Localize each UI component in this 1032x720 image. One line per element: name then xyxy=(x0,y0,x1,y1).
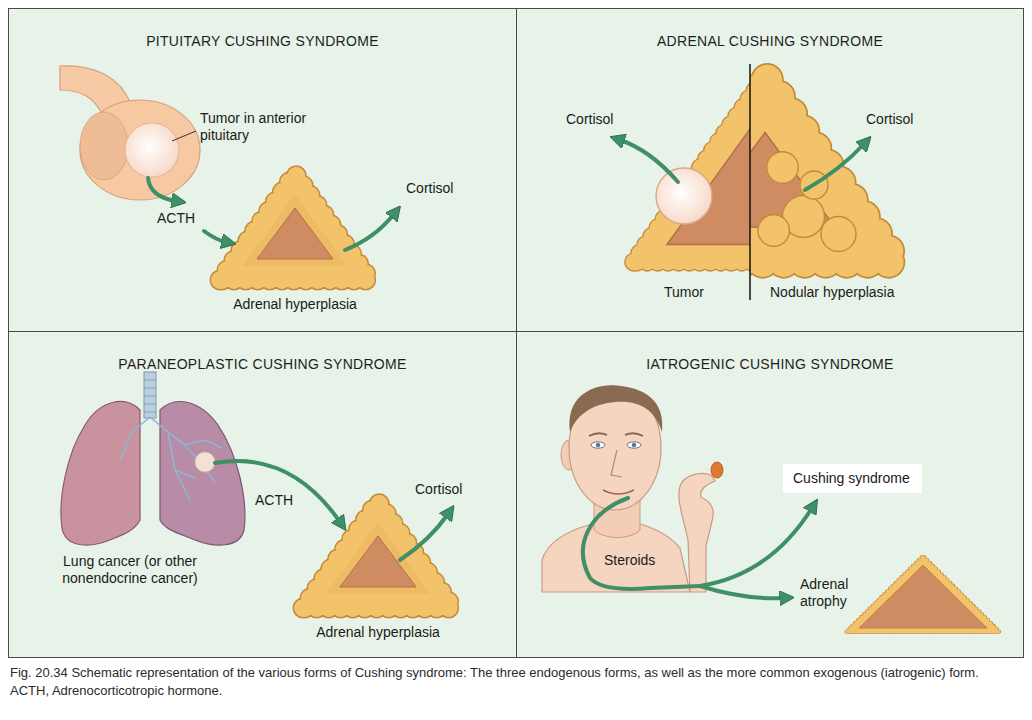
figure-label: ACTH xyxy=(255,492,293,509)
figure-label: Nodular hyperplasia xyxy=(770,284,895,301)
patient-figure xyxy=(596,443,600,447)
figure-label: Cortisol xyxy=(406,180,453,197)
divider-line xyxy=(749,64,751,300)
adrenal-nodular xyxy=(750,77,896,263)
patient-figure xyxy=(603,490,634,494)
patient-figure xyxy=(591,442,605,448)
adrenal-nodular xyxy=(750,77,896,263)
adrenal-normal xyxy=(634,77,750,263)
steroid-arrow xyxy=(700,586,784,598)
lungs xyxy=(144,372,156,418)
panel: PITUITARY CUSHING SYNDROME xyxy=(8,8,517,332)
figure-ground xyxy=(8,8,1024,658)
adrenal-normal xyxy=(634,77,750,263)
figure-label: Tumor in anterior pituitary xyxy=(200,110,330,144)
figure-label: Adrenal hyperplasia xyxy=(225,296,365,313)
figure-caption: Fig. 20.34 Schematic representation of t… xyxy=(10,664,1020,700)
pituitary-gland xyxy=(60,66,200,200)
panel: Cushing syndrome IATROGENIC CUSHING SYNDR… xyxy=(516,331,1024,658)
pituitary-tumor xyxy=(125,123,179,177)
lungs xyxy=(144,380,156,412)
adrenal-tumor xyxy=(656,168,712,224)
patient-figure xyxy=(611,450,622,477)
figure-label: Adrenal hyperplasia xyxy=(308,624,448,641)
hormone-arrow xyxy=(204,231,226,242)
hormone-arrow xyxy=(620,140,678,182)
figure-label: Lung cancer (or other nonendocrine cance… xyxy=(55,553,205,587)
figure-label: Tumor xyxy=(664,284,704,301)
hormone-arrow xyxy=(148,178,176,201)
panel: ADRENAL CUSHING SYNDROME xyxy=(516,8,1024,332)
figure-label: Adrenal atrophy xyxy=(800,576,862,610)
figure-label: Cortisol xyxy=(415,481,462,498)
lungs xyxy=(160,402,245,546)
pituitary-gland xyxy=(80,112,128,180)
patient-figure xyxy=(569,385,662,432)
patient-figure xyxy=(589,433,643,436)
hormone-arrow xyxy=(148,178,394,250)
pituitary-gland xyxy=(80,100,200,200)
patient-figure xyxy=(632,443,636,447)
leader-line xyxy=(172,131,196,141)
adrenal-atrophy xyxy=(848,557,998,631)
figure-label: Cortisol xyxy=(866,111,913,128)
hormone-arrow xyxy=(620,140,864,190)
steroid-arrow xyxy=(583,498,812,598)
node-text: PITUITARY CUSHING SYNDROME xyxy=(9,33,516,50)
figure-label: ACTH xyxy=(157,210,195,227)
adrenal-hyperplasia xyxy=(303,502,453,608)
hormone-arrow xyxy=(215,461,448,560)
node-text: ADRENAL CUSHING SYNDROME xyxy=(517,33,1023,50)
patient-figure xyxy=(679,473,715,592)
patient-figure xyxy=(627,442,641,448)
lung-tumor xyxy=(195,452,215,472)
node-text: PARANEOPLASTIC CUSHING SYNDROME xyxy=(9,356,516,373)
steroid-arrow xyxy=(583,498,700,589)
node-text: Cushing syndrome xyxy=(793,470,910,487)
patient-figure xyxy=(542,385,723,592)
hormone-arrow xyxy=(400,514,448,560)
adrenal-hyperplasia xyxy=(220,174,370,280)
hormone-arrow xyxy=(805,144,864,190)
hormone-arrow xyxy=(215,461,340,522)
steroid-arrow xyxy=(700,508,812,586)
lungs xyxy=(120,417,222,500)
node-text: IATROGENIC CUSHING SYNDROME xyxy=(517,356,1023,373)
lungs xyxy=(61,372,245,545)
hormone-arrow xyxy=(345,214,394,250)
lungs xyxy=(61,402,140,545)
figure-label: Cortisol xyxy=(566,111,613,128)
outcome-box: Cushing syndrome xyxy=(783,464,922,493)
figure-label: Steroids xyxy=(604,552,655,569)
pill xyxy=(711,462,723,478)
